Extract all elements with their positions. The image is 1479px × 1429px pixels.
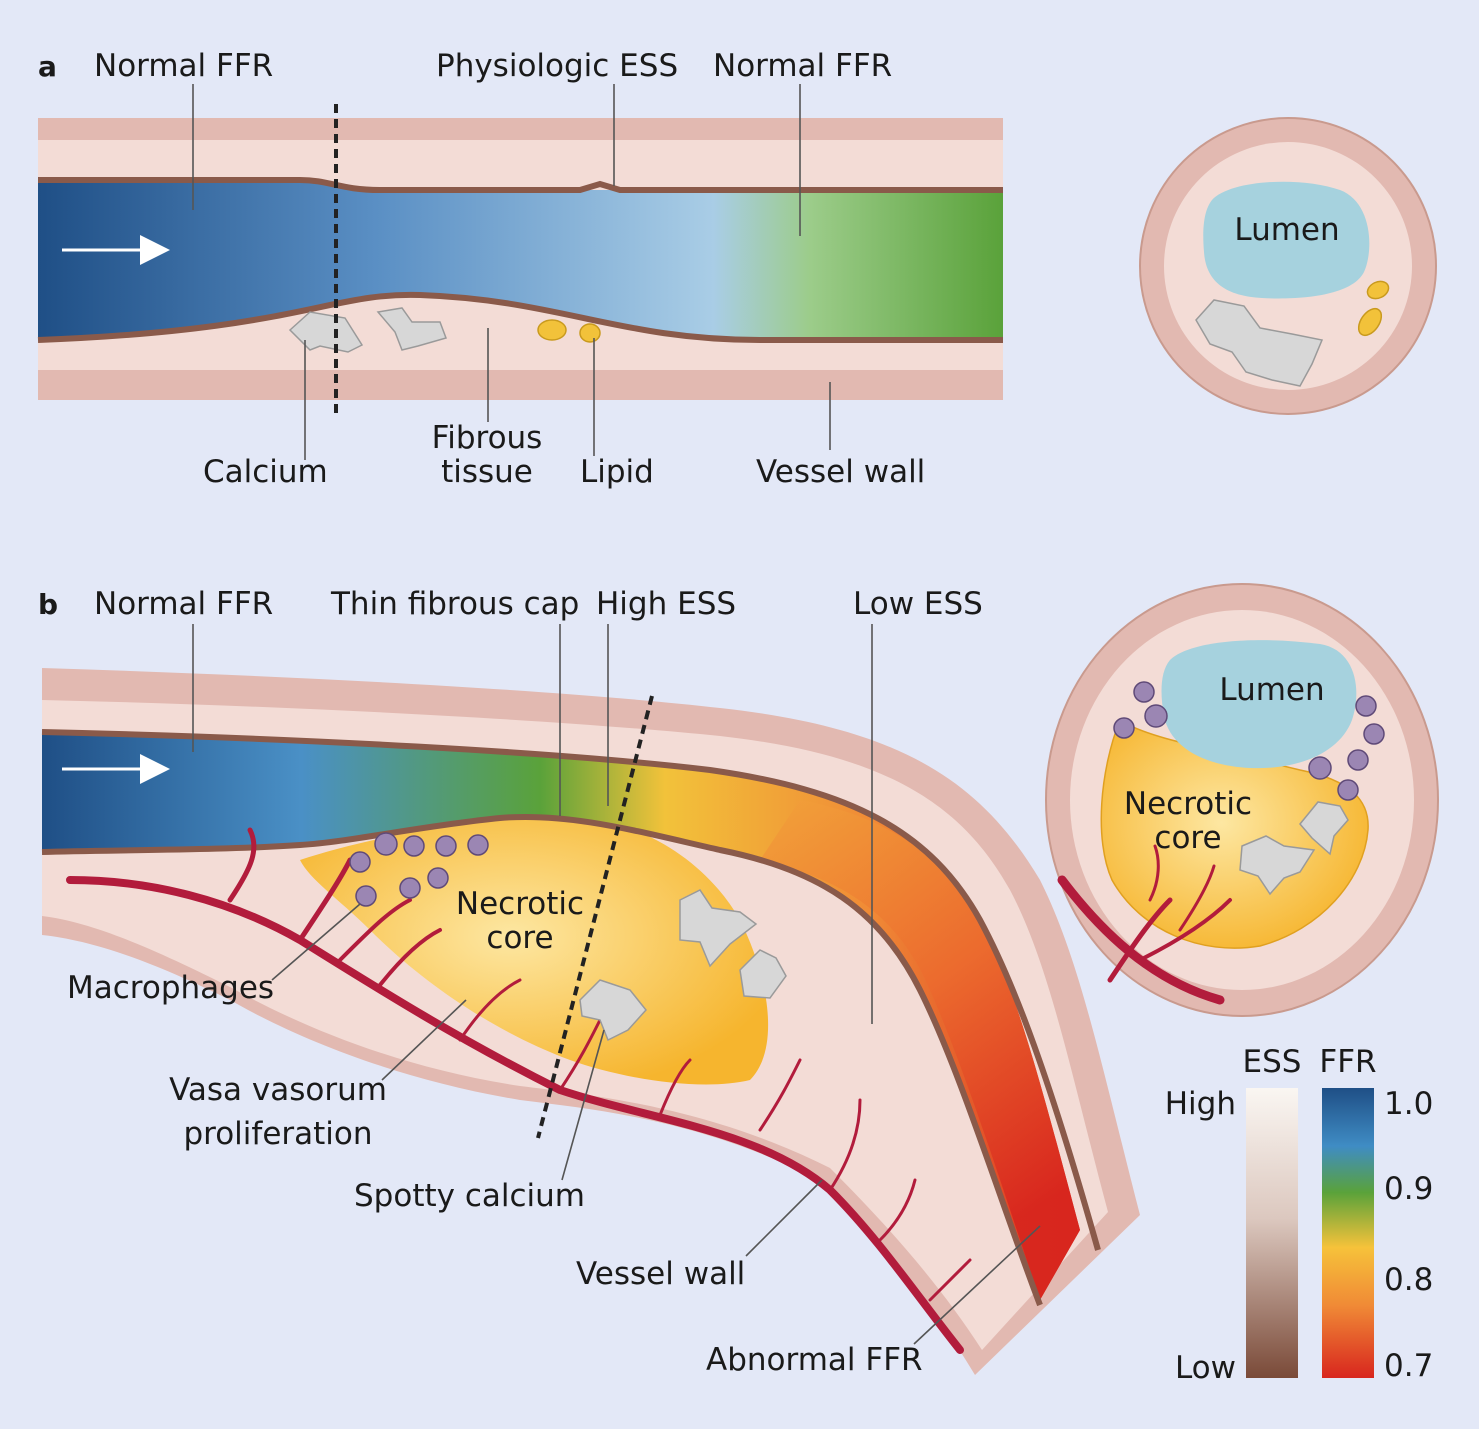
label-a-calcium: Calcium: [203, 454, 328, 490]
label-b-low-ess: Low ESS: [853, 586, 983, 622]
label-a-physiologic-ess: Physiologic ESS: [436, 48, 678, 84]
panel-a-letter: a: [38, 50, 57, 83]
label-b-spotty-calcium: Spotty calcium: [354, 1178, 585, 1214]
legend: ESS FFR High Low 1.0 0.9 0.8 0.7: [1165, 1044, 1434, 1386]
panel-b-cs-lumen: [1161, 640, 1357, 769]
legend-ffr-bar: [1322, 1088, 1374, 1378]
panel-b-spotty-calcium-2: [679, 889, 758, 968]
panel-b-intima-bottom: [41, 813, 1043, 1307]
legend-ffr-tick-4: 0.7: [1384, 1348, 1433, 1384]
legend-ffr-tick-1: 1.0: [1384, 1086, 1433, 1122]
panel-a-calcium-1: [288, 311, 364, 353]
legend-ffr-tick-3: 0.8: [1384, 1262, 1433, 1298]
label-a-lipid: Lipid: [580, 454, 654, 490]
panel-a-cs-lumen: [1203, 181, 1370, 299]
label-b-vasa-line1: Vasa vasorum: [169, 1072, 387, 1108]
label-b-thin-fibrous-cap: Thin fibrous cap: [330, 586, 579, 622]
label-a-fibrous-line2: tissue: [441, 454, 533, 490]
panel-a-cross-section: Lumen: [1139, 117, 1437, 415]
label-b-necrotic-line2: core: [486, 920, 553, 956]
panel-b-spotty-calcium-1: [579, 979, 647, 1042]
label-b-lumen: Lumen: [1219, 672, 1324, 708]
label-a-fibrous-line1: Fibrous: [432, 420, 543, 456]
label-b-macrophages: Macrophages: [67, 970, 274, 1006]
panel-a-lipid-2: [579, 323, 601, 343]
panel-b: b: [38, 583, 1439, 1386]
panel-b-intima-top: [41, 729, 1101, 1251]
label-a-vessel-wall: Vessel wall: [756, 454, 925, 490]
label-a-normal-ffr-left: Normal FFR: [94, 48, 273, 84]
legend-ffr-tick-2: 0.9: [1384, 1171, 1433, 1207]
panel-a-calcium-2: [376, 307, 447, 351]
label-b-cs-necrotic-line2: core: [1154, 820, 1221, 856]
panel-b-spotty-calcium-3: [739, 949, 787, 999]
panel-a-lumen: [38, 180, 1003, 340]
panel-b-lumen-downstream: [760, 800, 1080, 1300]
panel-a: a Normal FFR Physiologic ESS Normal FFR …: [37, 48, 1437, 490]
label-b-high-ess: High ESS: [596, 586, 736, 622]
legend-ess-high: High: [1165, 1086, 1236, 1122]
legend-ffr-title: FFR: [1319, 1044, 1376, 1080]
label-b-normal-ffr: Normal FFR: [94, 586, 273, 622]
panel-a-cs-calcium: [1195, 299, 1324, 387]
label-a-lumen: Lumen: [1234, 212, 1339, 248]
panel-b-cross-section: Lumen Necrotic core: [1045, 583, 1439, 1017]
label-b-vasa-line2: proliferation: [183, 1116, 372, 1152]
panel-a-intima-bottom: [37, 291, 1003, 343]
label-b-abnormal-ffr: Abnormal FFR: [706, 1342, 923, 1378]
panel-b-letter: b: [38, 588, 58, 621]
label-b-necrotic-line1: Necrotic: [456, 886, 584, 922]
panel-b-vasa-vasorum: [66, 827, 972, 1354]
panel-b-section-line: [536, 695, 654, 1139]
label-b-cs-necrotic-line1: Necrotic: [1124, 786, 1252, 822]
label-b-vessel-wall: Vessel wall: [576, 1256, 745, 1292]
legend-ess-bar: [1246, 1088, 1298, 1378]
panel-a-intima-top: [38, 177, 1003, 193]
legend-ess-low: Low: [1175, 1350, 1236, 1386]
panel-a-lipid-1: [537, 319, 567, 341]
panel-b-macrophages: [349, 832, 489, 907]
legend-ess-title: ESS: [1243, 1044, 1302, 1080]
label-a-normal-ffr-right: Normal FFR: [713, 48, 892, 84]
